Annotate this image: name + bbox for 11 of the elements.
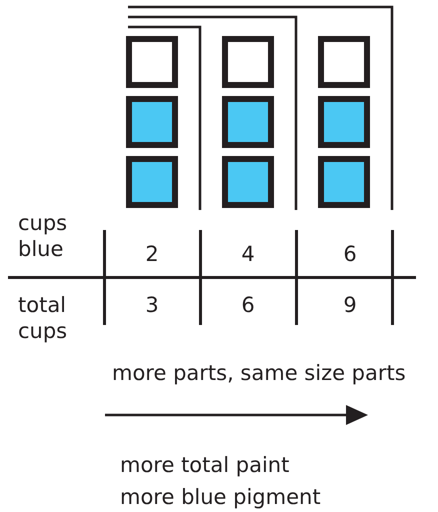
table-value: 4 (240, 241, 256, 267)
table-value: 9 (342, 292, 358, 318)
row-header: total cups (18, 292, 68, 344)
row-header: cups blue (18, 210, 68, 262)
table-value: 2 (144, 241, 160, 267)
caption-text: more parts, same size parts (112, 360, 406, 386)
caption-text: more total paint (120, 452, 290, 478)
caption-text: more blue pigment (120, 484, 321, 510)
table-value: 6 (342, 241, 358, 267)
table-value: 6 (240, 292, 256, 318)
table-value: 3 (144, 292, 160, 318)
